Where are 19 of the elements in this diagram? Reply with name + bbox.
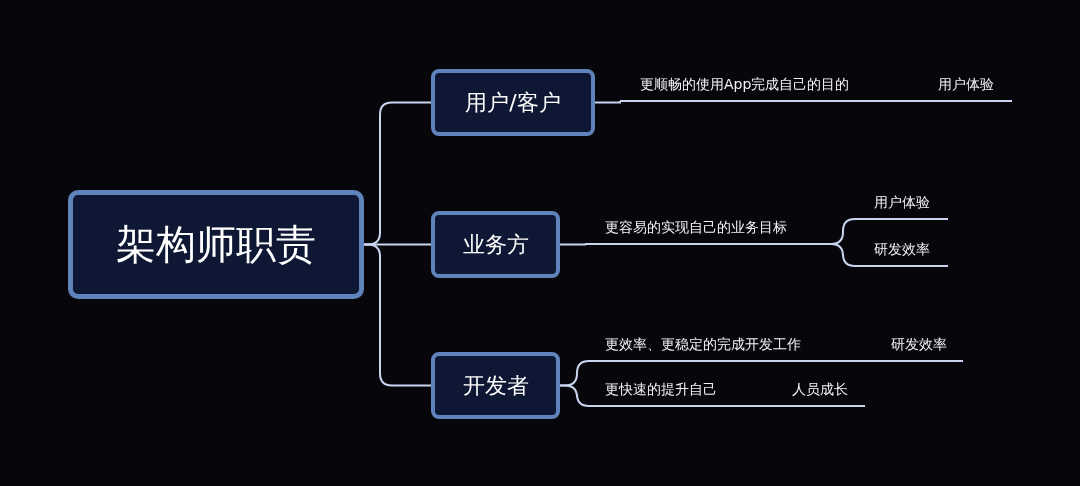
topic-box: 用户/客户 [431,69,595,136]
topic-box: 开发者 [431,352,560,419]
topic-box: 架构师职责 [68,190,364,299]
underlined-topic: 研发效率 [855,238,948,267]
underlined-topic: 更快速的提升自己 [590,378,760,407]
underlined-topic: 研发效率 [875,333,963,362]
connector-line [859,360,876,362]
topic-box: 业务方 [431,211,560,278]
underlined-topic: 用户体验 [920,73,1012,102]
underlined-topic: 用户体验 [855,191,948,220]
underlined-topic: 更顺畅的使用App完成自己的目的 [620,73,910,102]
connector-line [759,405,776,407]
connector-line [559,243,586,246]
underlined-topic: 人员成长 [775,378,865,407]
underlined-topic: 更效率、更稳定的完成开发工作 [590,333,860,362]
underlined-topic: 更容易的实现自己的业务目标 [585,216,830,245]
connector-line [363,243,432,387]
connector-line [594,100,621,104]
connector-line [909,100,921,102]
